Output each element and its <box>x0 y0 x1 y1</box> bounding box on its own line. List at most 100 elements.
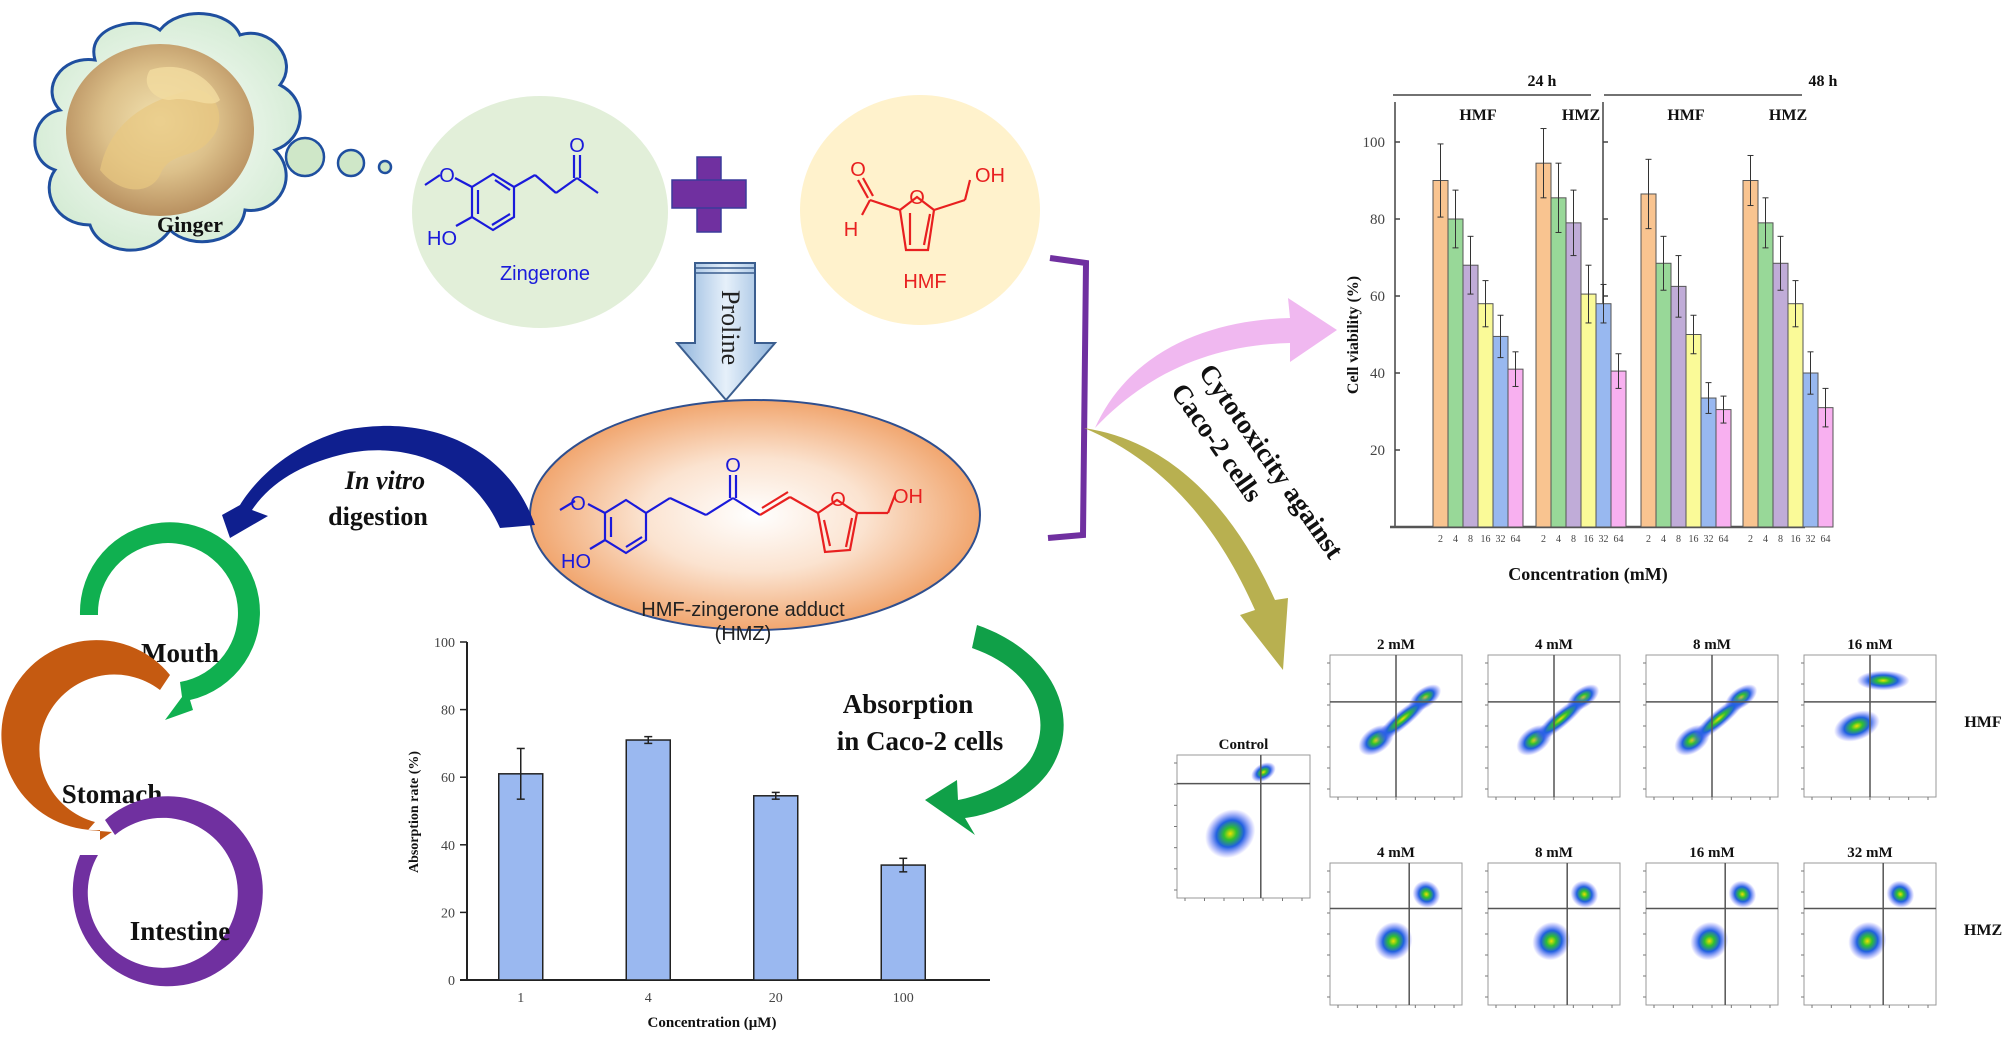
pink-arrow <box>1095 298 1337 428</box>
panel-title: 16 mM <box>1689 845 1734 861</box>
stomach-ring <box>1 640 170 840</box>
bar <box>1670 285 1687 528</box>
adduct-methoxy-o: O <box>570 493 586 515</box>
density-cluster <box>1690 921 1729 961</box>
adduct-hmf-part <box>759 491 897 554</box>
digestion-label-line1: In vitro <box>344 466 425 495</box>
x-tick-label: 64 <box>1821 534 1831 545</box>
hmf-aldehyde-o: O <box>850 159 866 181</box>
bar <box>1580 293 1597 528</box>
x-tick-label: 20 <box>769 991 783 1006</box>
adduct-label-line2: (HMZ) <box>715 623 772 645</box>
x-tick-label: 1 <box>517 991 524 1006</box>
hmf-hydroxy: OH <box>975 165 1005 187</box>
ginger-thought-cloud: Ginger <box>33 12 393 252</box>
panel-label: HMZ <box>1562 107 1600 124</box>
density-cluster <box>1251 762 1276 783</box>
group-label-48h: 48 h <box>1809 73 1838 90</box>
x-tick-label: 16 <box>1584 534 1594 545</box>
thought-bubble-large <box>284 136 326 178</box>
x-axis-label: Concentration (mM) <box>1508 564 1667 585</box>
adduct-ketone-o: O <box>725 455 741 477</box>
zingerone-ketone-o: O <box>569 135 585 157</box>
x-tick-label: 16 <box>1689 534 1699 545</box>
density-cluster <box>1205 809 1256 859</box>
panel-title: 4 mM <box>1535 637 1573 653</box>
digestion-label-line2: digestion <box>328 502 428 531</box>
bar <box>753 795 799 981</box>
x-tick-label: 8 <box>1676 534 1681 545</box>
density-cluster <box>1532 921 1571 961</box>
x-tick-label: 4 <box>1763 534 1768 545</box>
y-tick-label: 40 <box>1370 366 1385 382</box>
zingerone-background <box>412 96 668 328</box>
x-tick-label: 16 <box>1481 534 1491 545</box>
x-tick-label: 4 <box>1556 534 1561 545</box>
adduct-hydroxy: HO <box>561 551 591 573</box>
bar <box>1507 368 1524 528</box>
panel-title: 2 mM <box>1377 637 1415 653</box>
x-tick-label: 32 <box>1704 534 1714 545</box>
x-tick-label: 8 <box>1778 534 1783 545</box>
panel-title: Control <box>1219 737 1269 753</box>
bar <box>1447 218 1464 528</box>
bar <box>1787 303 1804 528</box>
bar <box>1802 372 1819 528</box>
y-tick-label: 20 <box>1370 443 1385 459</box>
zingerone-hydroxy: HO <box>427 228 457 250</box>
bar <box>1595 303 1612 528</box>
panel-title: 16 mM <box>1847 637 1892 653</box>
bar <box>1610 370 1627 528</box>
bar <box>498 773 544 981</box>
bar <box>1715 409 1732 528</box>
bar <box>1477 303 1494 528</box>
bar <box>1700 397 1717 528</box>
y-tick-label: 80 <box>1370 212 1385 228</box>
x-tick-label: 64 <box>1511 534 1521 545</box>
y-tick-label: 40 <box>441 839 455 854</box>
y-tick-label: 80 <box>441 704 455 719</box>
digestion-cycle: Mouth Stomach Intestine <box>1 522 263 987</box>
density-cluster <box>1848 921 1887 961</box>
hmz-adduct: O HO O O OH HMF-zingerone adduct (HMZ) <box>529 399 981 645</box>
bar <box>1772 262 1789 528</box>
row-label-hmf: HMF <box>1964 714 2002 731</box>
row-label-hmz: HMZ <box>1964 922 2002 939</box>
bar <box>1655 262 1672 528</box>
bar <box>1492 335 1509 528</box>
x-tick-label: 4 <box>645 991 652 1006</box>
y-tick-label: 100 <box>1363 135 1386 151</box>
density-cluster <box>1689 694 1748 744</box>
panel-title: 8 mM <box>1535 845 1573 861</box>
panel-title: 8 mM <box>1693 637 1731 653</box>
cytotoxicity-label: Cytotoxicity against Caco-2 cells <box>1165 358 1349 564</box>
intestine-ring <box>72 796 263 987</box>
density-cluster <box>1856 670 1910 691</box>
density-cluster <box>1728 880 1757 908</box>
x-tick-label: 32 <box>1806 534 1816 545</box>
density-cluster <box>1412 880 1441 908</box>
panel-label: HMZ <box>1769 107 1807 124</box>
absorption-arrow: Absorption in Caco-2 cells <box>837 625 1064 835</box>
x-tick-label: 4 <box>1453 534 1458 545</box>
bar <box>625 739 671 981</box>
y-tick-label: 0 <box>448 974 455 989</box>
digestion-arrow: In vitro digestion <box>222 425 535 538</box>
panel-label: HMF <box>1667 107 1705 124</box>
plus-icon <box>671 156 747 233</box>
panel-label: HMF <box>1459 107 1497 124</box>
hmf-ring-o: O <box>909 187 925 209</box>
y-tick-label: 60 <box>441 771 455 786</box>
thought-bubble-medium <box>336 148 366 178</box>
absorption-label-line1: Absorption <box>843 689 974 719</box>
x-axis-label: Concentration (μM) <box>648 1015 777 1031</box>
panel-title: 32 mM <box>1847 845 1892 861</box>
group-label-24h: 24 h <box>1528 73 1557 90</box>
bar <box>1535 162 1552 528</box>
bar <box>1742 180 1759 528</box>
density-cluster <box>1531 694 1590 744</box>
ginger-rhizome-shape <box>100 89 220 190</box>
